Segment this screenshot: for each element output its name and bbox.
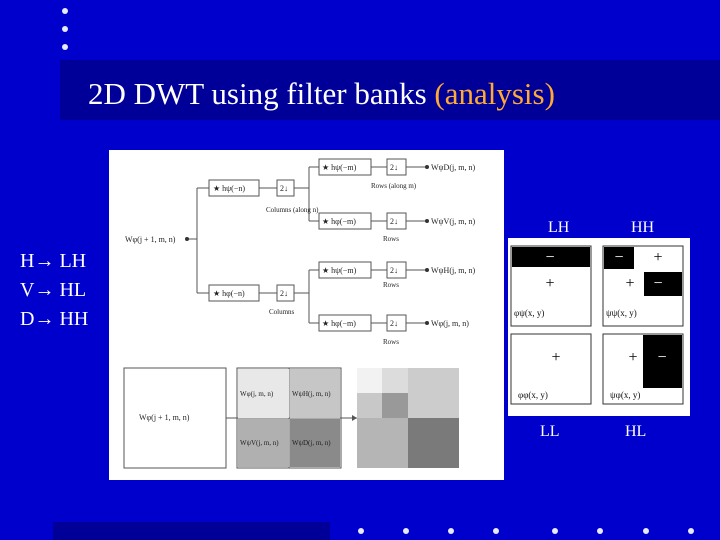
bottom-bar	[53, 522, 330, 540]
decomp-cell-ll: Wφ(j, m, n)	[240, 390, 274, 398]
note-rows-along-m: Rows (along m)	[371, 182, 417, 190]
dot-decoration	[643, 528, 649, 534]
dot-decoration	[597, 528, 603, 534]
output-2: WψV(j, m, n)	[431, 217, 475, 226]
row-filter-3: ★ hψ(−m)	[322, 266, 357, 275]
label-ll: LL	[540, 423, 560, 440]
note-columns-along-n: Columns (along n)	[266, 206, 319, 214]
row-down-1: 2↓	[390, 163, 398, 172]
dot-decoration	[62, 26, 68, 32]
output-1: WψD(j, m, n)	[431, 163, 475, 172]
basis-functions-panel: − + − + + − + + − φψ(x, y) ψψ(x, y) φφ(x…	[508, 238, 690, 416]
caption-hh: ψψ(x, y)	[606, 308, 637, 318]
dot-decoration	[552, 528, 558, 534]
svg-text:+: +	[551, 349, 560, 366]
svg-text:+: +	[625, 275, 634, 292]
svg-text:−: −	[614, 249, 623, 266]
col-down-1: 2↓	[280, 184, 288, 193]
output-3: WψH(j, m, n)	[431, 266, 475, 275]
note-rows-1: Rows	[383, 235, 399, 243]
row-down-2: 2↓	[390, 217, 398, 226]
col-filter-1: ★ hψ(−n)	[213, 184, 245, 193]
row-down-4: 2↓	[390, 319, 398, 328]
row-filter-2: ★ hφ(−m)	[322, 217, 356, 226]
label-hh: HH	[631, 219, 655, 236]
note-columns: Columns	[269, 308, 295, 316]
svg-text:−: −	[545, 249, 554, 266]
input-node	[185, 237, 189, 241]
svg-text:+: +	[653, 249, 662, 266]
decomp-cell-d: WψD(j, m, n)	[292, 439, 331, 447]
svg-text:−: −	[653, 275, 662, 292]
dot-decoration	[358, 528, 364, 534]
col-down-2: 2↓	[280, 289, 288, 298]
decomp-cell-h: WψH(j, m, n)	[292, 390, 331, 398]
decomp-cell-v: WψV(j, m, n)	[240, 439, 279, 447]
slide-title: 2D DWT using filter banks (analysis)	[88, 76, 555, 111]
svg-text:+: +	[628, 349, 637, 366]
dot-decoration	[62, 8, 68, 14]
decomp-input-label: Wφ(j + 1, m, n)	[139, 413, 190, 422]
dot-decoration	[493, 528, 499, 534]
fb-input-label: Wφ(j + 1, m, n)	[125, 235, 176, 244]
caption-ll: φφ(x, y)	[518, 390, 548, 400]
row-down-3: 2↓	[390, 266, 398, 275]
filterbank-figure: Wφ(j + 1, m, n) ★ hψ(−n) ★ hφ(−n) 2↓ 2↓ …	[109, 150, 504, 480]
title-highlight: (analysis)	[434, 76, 555, 111]
dot-decoration	[688, 528, 694, 534]
output-4: Wφ(j, m, n)	[431, 319, 469, 328]
dot-decoration	[448, 528, 454, 534]
caption-lh: φψ(x, y)	[514, 308, 544, 318]
dot-decoration	[62, 44, 68, 50]
col-filter-2: ★ hφ(−n)	[213, 289, 245, 298]
row-filter-4: ★ hφ(−m)	[322, 319, 356, 328]
label-hl: HL	[625, 423, 647, 440]
svg-text:+: +	[545, 275, 554, 292]
label-lh: LH	[548, 219, 570, 236]
dot-decoration	[403, 528, 409, 534]
mapping-h: H→ LH	[20, 250, 87, 272]
title-bar	[60, 60, 720, 120]
svg-text:−: −	[657, 349, 666, 366]
row-filter-1: ★ hψ(−m)	[322, 163, 357, 172]
note-rows-3: Rows	[383, 338, 399, 346]
mapping-d: D→ HH	[20, 308, 89, 330]
note-rows-2: Rows	[383, 281, 399, 289]
mapping-v: V→ HL	[20, 279, 87, 301]
caption-hl: ψφ(x, y)	[610, 390, 640, 400]
